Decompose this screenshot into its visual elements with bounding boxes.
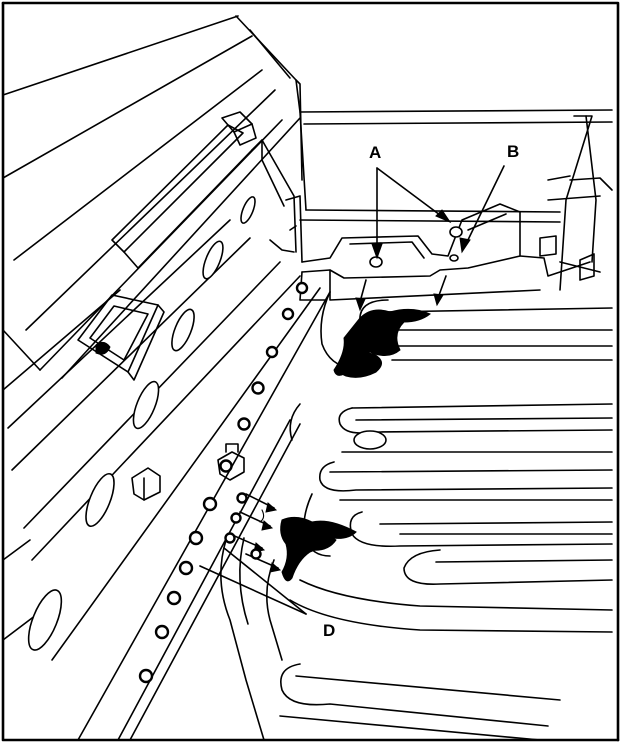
callout-label-a: A bbox=[369, 143, 381, 162]
stake-pocket bbox=[221, 111, 257, 146]
callout-label-b: B bbox=[507, 142, 519, 161]
crossmember-bracket bbox=[299, 203, 591, 301]
callout-leaders bbox=[199, 165, 505, 615]
bed-floor-ribs bbox=[279, 299, 613, 741]
seam-sealer-beads bbox=[280, 308, 431, 582]
front-bulkhead bbox=[235, 15, 613, 263]
sealer-drip-indicators bbox=[229, 275, 447, 573]
right-upright bbox=[539, 115, 613, 291]
callout-label-d: D bbox=[323, 621, 335, 640]
tie-down-bracket bbox=[77, 294, 165, 381]
spot-weld-rivets bbox=[138, 281, 309, 684]
rail-clips bbox=[131, 443, 245, 501]
callout-labels: A B D bbox=[323, 142, 519, 640]
rail-lightening-holes bbox=[27, 196, 256, 651]
